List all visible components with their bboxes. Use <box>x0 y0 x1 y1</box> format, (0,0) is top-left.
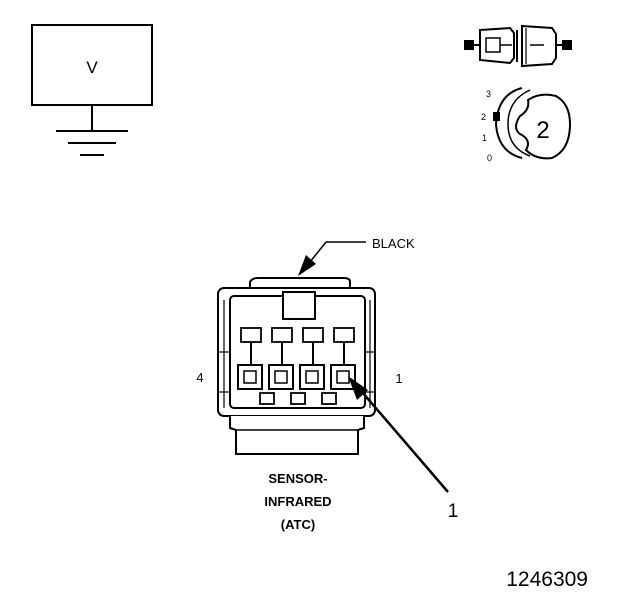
pin-callout-arrow <box>348 376 449 493</box>
color-callout: BLACK <box>298 236 415 276</box>
selector-position-1: 1 <box>482 133 487 143</box>
ground-icon <box>56 130 128 156</box>
terminal-pin-4 <box>237 327 263 390</box>
connector-name-line-2: INFRARED <box>264 494 331 509</box>
pin-label-1: 1 <box>395 371 402 386</box>
voltmeter-label: V <box>86 58 98 77</box>
pin-label-4: 4 <box>196 370 203 385</box>
selector-position-3: 3 <box>486 89 491 99</box>
selector-selected-value: 2 <box>536 117 549 144</box>
callout-number: 1 <box>448 501 459 522</box>
terminal-pin-3 <box>268 327 294 390</box>
terminal-pin-2 <box>299 327 325 390</box>
selector-position-2: 2 <box>481 112 486 122</box>
voltmeter-symbol: V <box>31 24 153 156</box>
selector-knob-icon: 3 2 1 0 2 <box>481 87 572 163</box>
connector-name-line-1: SENSOR- <box>268 471 327 486</box>
selector-position-0: 0 <box>487 153 492 163</box>
connector-name-line-3: (ATC) <box>281 517 315 532</box>
terminal-pin-1 <box>330 327 356 390</box>
connector-face <box>217 277 376 455</box>
connector-color-label: BLACK <box>372 236 415 251</box>
figure-number: 1246309 <box>506 568 588 591</box>
test-lead-adapter-icon <box>464 24 572 68</box>
